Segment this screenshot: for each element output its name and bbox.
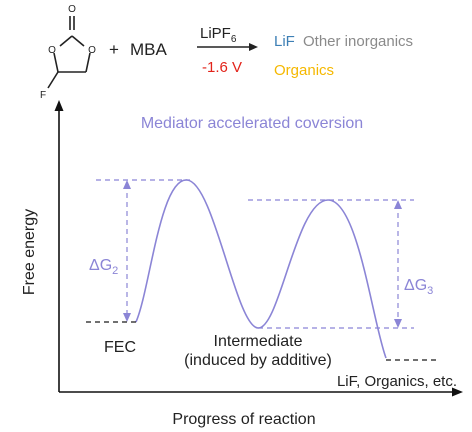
- products-label: LiF, Organics, etc.: [337, 373, 457, 390]
- x-axis-label: Progress of reaction: [172, 411, 315, 428]
- ring-oxygen-top: O: [68, 4, 76, 15]
- intermediate-label: Intermediate: [214, 333, 303, 350]
- black-guides: [86, 321, 440, 361]
- intermediate-sublabel: (induced by additive): [184, 352, 332, 369]
- product-organics: Organics: [274, 62, 334, 79]
- y-axis-label: Free energy: [21, 209, 38, 295]
- potential-label: -1.6 V: [202, 59, 242, 76]
- fec-label: FEC: [104, 339, 136, 356]
- y-axis-arrow: [54, 100, 64, 111]
- reaction-arrow: [197, 43, 258, 51]
- diagram-title: Mediator accelerated coversion: [141, 115, 363, 132]
- product-other-inorganics: Other inorganics: [303, 33, 413, 50]
- purple-guides: [96, 179, 414, 329]
- dg2-symbol: ΔG: [89, 257, 112, 274]
- reagent-subscript: 6: [231, 34, 237, 45]
- plus-sign: +: [109, 40, 119, 59]
- dg3-symbol: ΔG: [404, 277, 427, 294]
- ring-oxygen-right: O: [88, 45, 96, 56]
- reagent-label: LiPF6: [200, 25, 237, 45]
- x-axis-arrow: [452, 387, 463, 397]
- reagent-base: LiPF: [200, 25, 231, 42]
- dg3-subscript: 3: [427, 285, 433, 297]
- product-lif: LiF: [274, 33, 295, 50]
- dg2-label: ΔG2: [89, 257, 118, 277]
- ring-oxygen-left: O: [48, 45, 56, 56]
- additive-label: MBA: [130, 40, 168, 59]
- energy-curve: [135, 179, 387, 359]
- purple-arrowheads: [123, 180, 402, 328]
- dg2-subscript: 2: [112, 265, 118, 277]
- fec-molecule: [47, 16, 91, 89]
- dg3-label: ΔG3: [404, 277, 433, 297]
- ring-fluorine: F: [40, 90, 46, 101]
- axes: [54, 100, 463, 397]
